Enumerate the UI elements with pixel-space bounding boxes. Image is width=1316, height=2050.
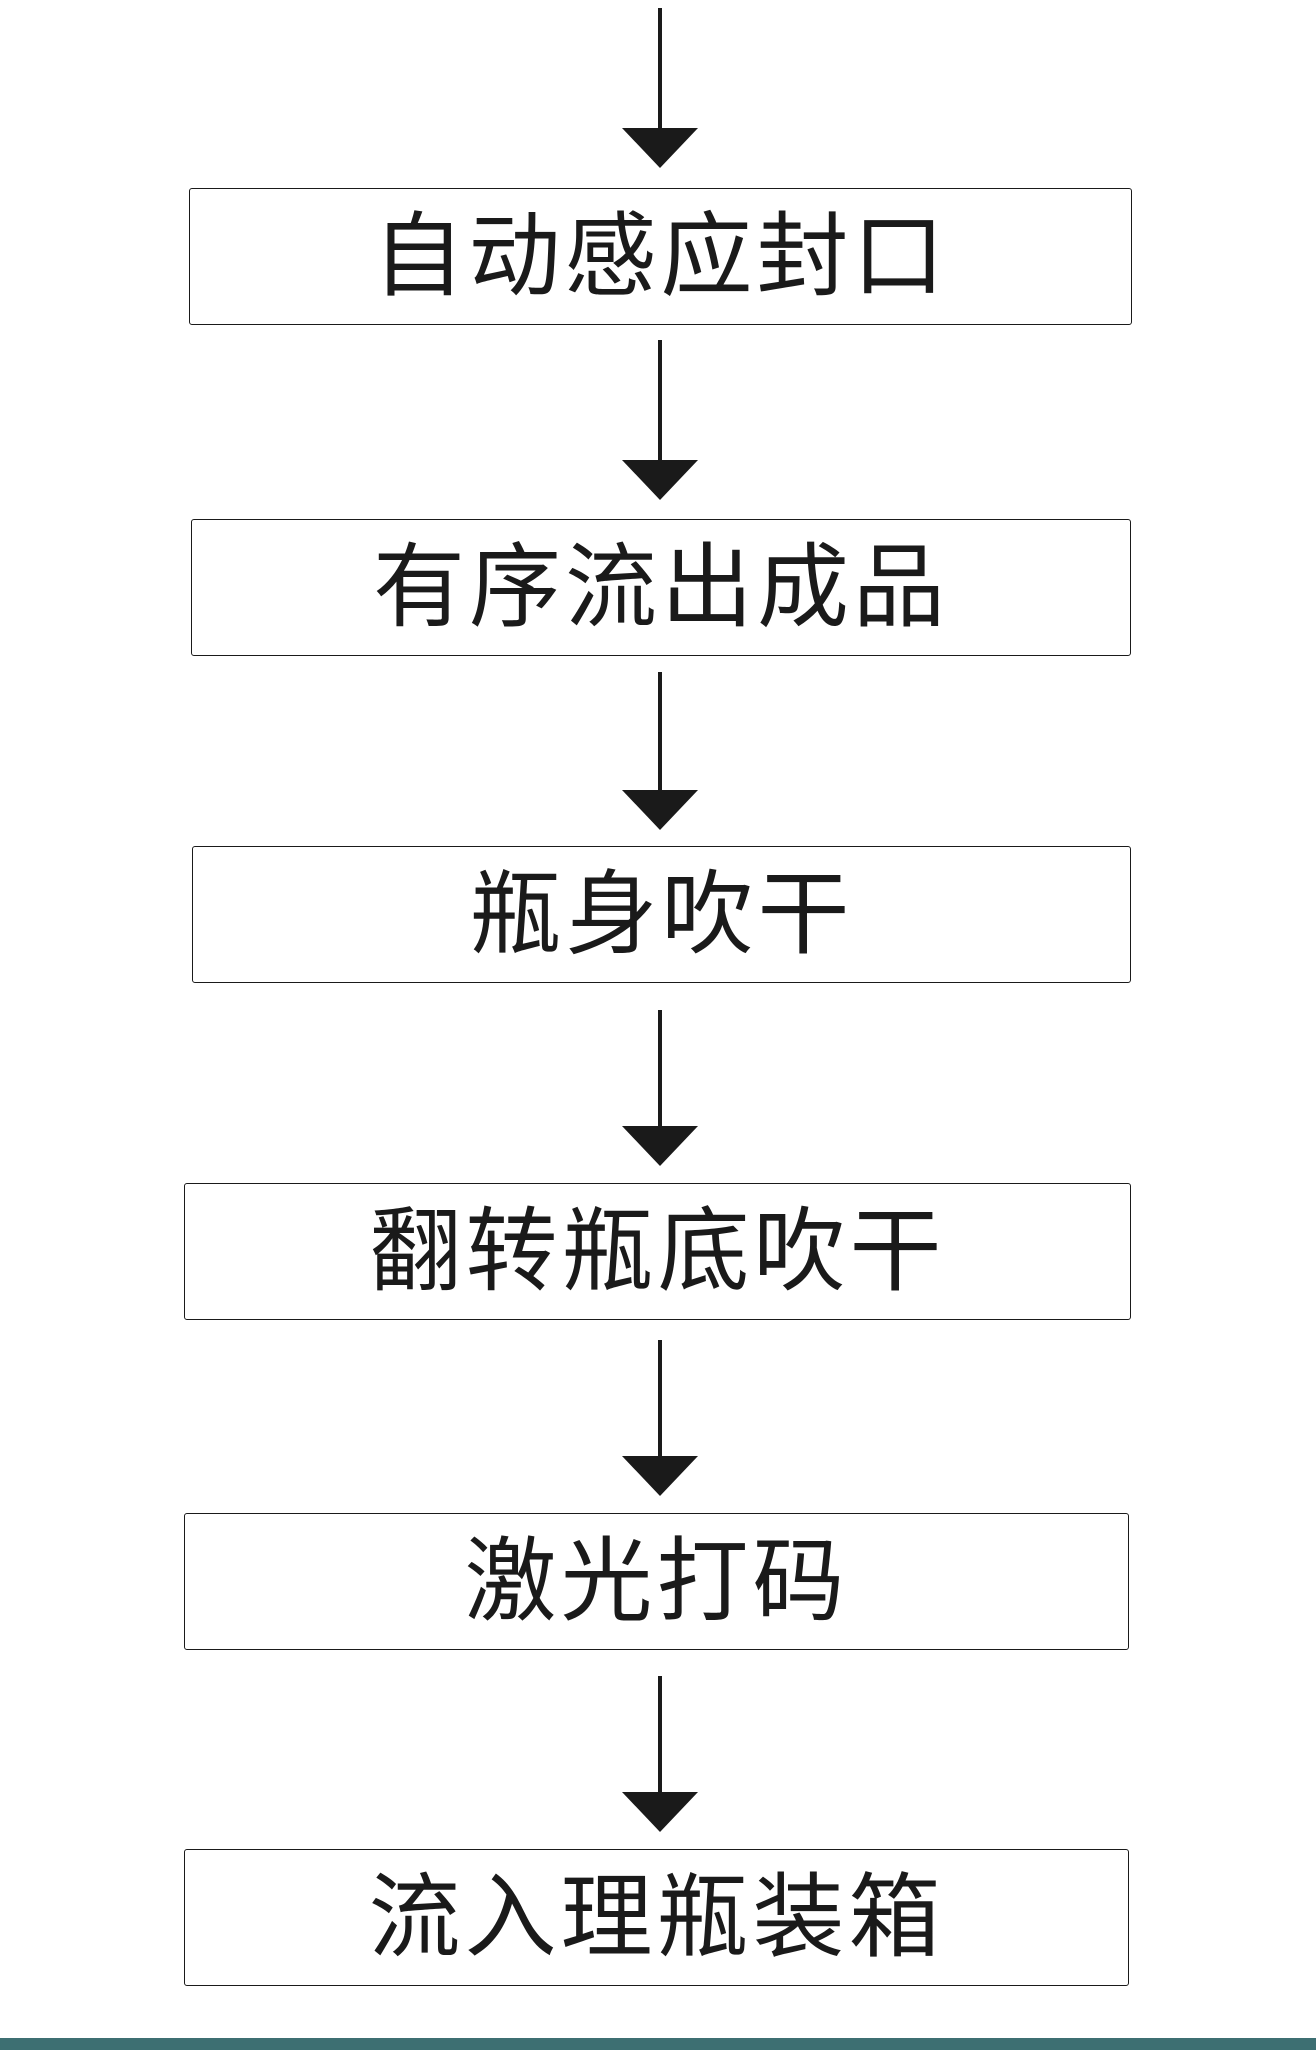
arrow-4-to-5-head — [622, 1456, 698, 1496]
arrow-incoming — [622, 8, 698, 168]
arrow-2-to-3 — [622, 672, 698, 830]
step-box-auto-seal: 自动感应封口 — [189, 188, 1132, 325]
step-label: 自动感应封口 — [372, 202, 949, 310]
bottom-band — [0, 2038, 1316, 2050]
arrow-2-to-3-head — [622, 790, 698, 830]
arrow-3-to-4-head — [622, 1126, 698, 1166]
arrow-incoming-head — [622, 128, 698, 168]
step-label: 流入理瓶装箱 — [368, 1863, 945, 1971]
step-label: 有序流出成品 — [372, 533, 949, 641]
arrow-5-to-6 — [622, 1676, 698, 1832]
step-box-laser-code: 激光打码 — [184, 1513, 1129, 1650]
arrow-3-to-4 — [622, 1010, 698, 1166]
step-label: 激光打码 — [464, 1527, 849, 1635]
step-label: 瓶身吹干 — [469, 860, 854, 968]
step-box-ordered-output: 有序流出成品 — [191, 519, 1131, 656]
step-box-sort-pack: 流入理瓶装箱 — [184, 1849, 1129, 1986]
step-box-body-dry: 瓶身吹干 — [192, 846, 1131, 983]
step-box-flip-bottom-dry: 翻转瓶底吹干 — [184, 1183, 1131, 1320]
arrow-5-to-6-head — [622, 1792, 698, 1832]
arrow-1-to-2-head — [622, 460, 698, 500]
step-label: 翻转瓶底吹干 — [369, 1197, 946, 1305]
arrow-1-to-2 — [622, 340, 698, 500]
arrow-4-to-5 — [622, 1340, 698, 1496]
